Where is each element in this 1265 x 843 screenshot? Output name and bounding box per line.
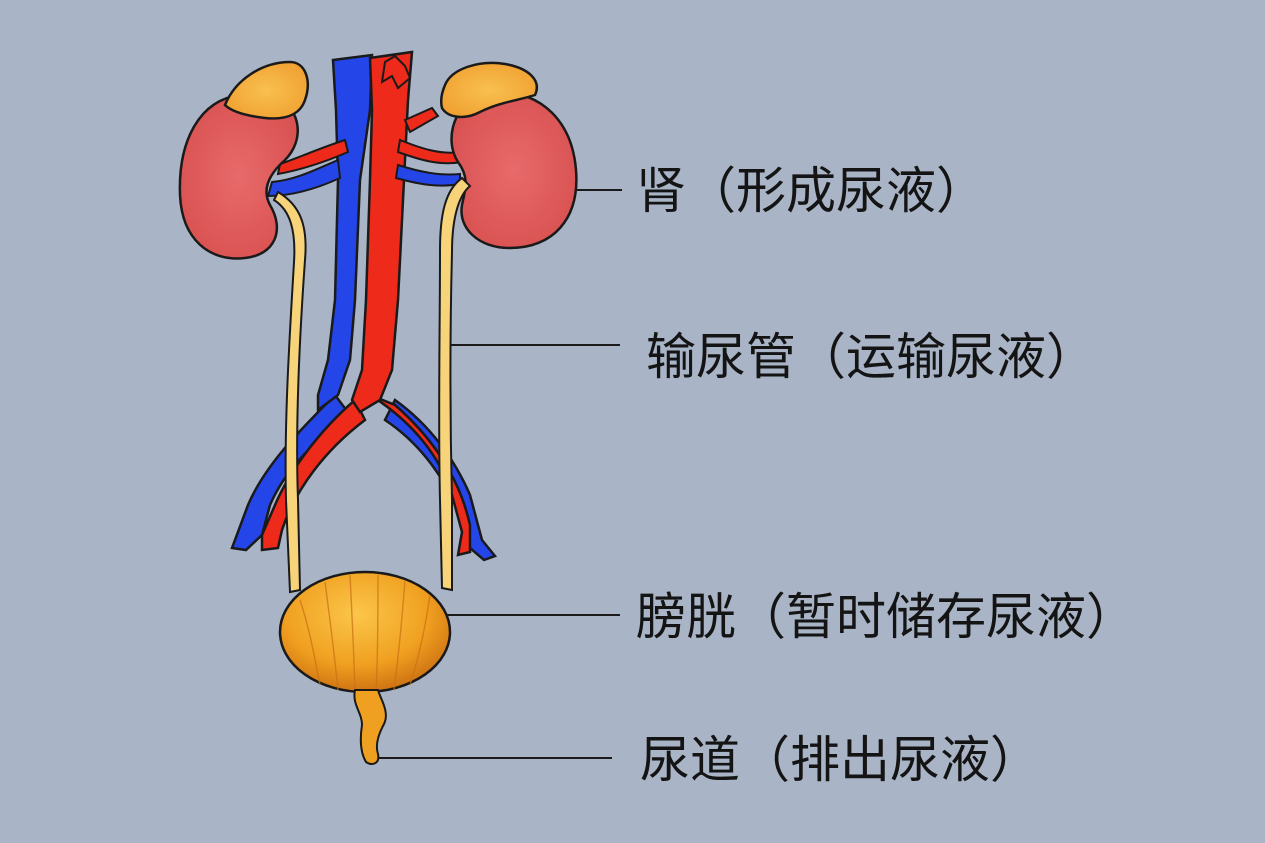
- bladder-label: 膀胱（暂时储存尿液）: [636, 588, 1136, 646]
- left-renal-artery: [276, 138, 350, 176]
- bladder: [278, 570, 452, 694]
- left-adrenal-gland: [223, 60, 309, 120]
- vena-cava: [316, 53, 374, 413]
- ureter-label: 输尿管（运输尿液）: [646, 328, 1096, 386]
- aorta: [350, 50, 414, 414]
- right-accessory-artery: [403, 106, 440, 134]
- right-adrenal-gland: [439, 61, 538, 119]
- left-ureter: [272, 190, 307, 594]
- right-renal-vein: [394, 163, 461, 187]
- kidney-label: 肾（形成尿液）: [636, 162, 986, 220]
- bladder-texture: [299, 574, 431, 693]
- urethra-label: 尿道（排出尿液）: [640, 731, 1040, 789]
- aortic-branch: [380, 54, 412, 90]
- right-ureter: [438, 176, 472, 592]
- urethra: [353, 689, 387, 765]
